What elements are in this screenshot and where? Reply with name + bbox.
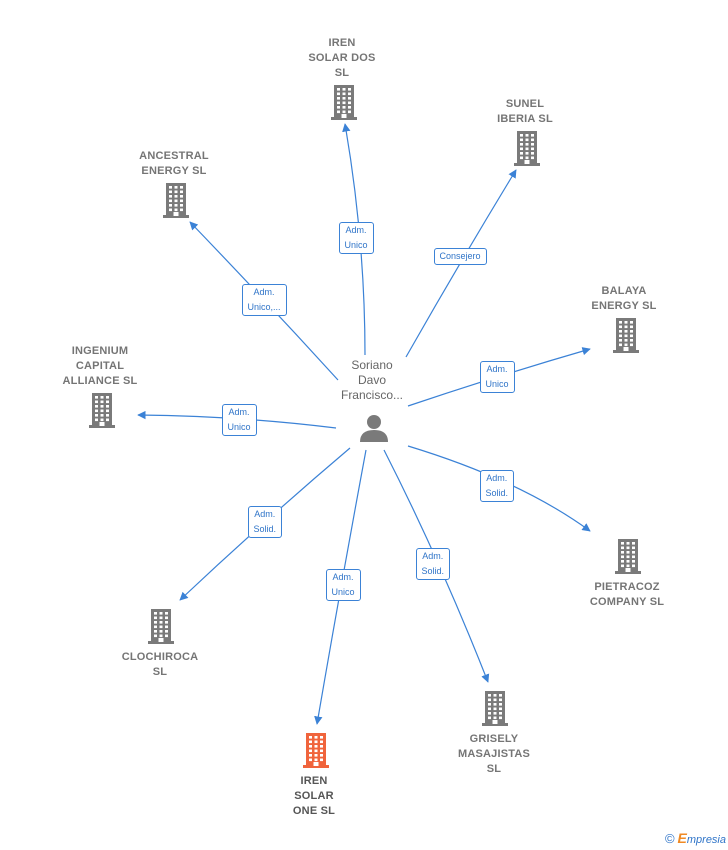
edge-label-line: Adm. — [332, 572, 354, 582]
edge-label-ancestral-energy[interactable]: Adm. Unico,... — [241, 284, 287, 316]
company-label-iren-solar-dos[interactable]: IREN SOLAR DOS SL — [272, 36, 412, 81]
edge-label-line: Solid. — [421, 566, 445, 576]
company-label-iren-solar-one[interactable]: IREN SOLAR ONE SL — [244, 774, 384, 819]
company-label-line: SL — [152, 666, 168, 678]
company-label-line: MASAJISTAS — [457, 748, 531, 760]
company-label-line: ONE SL — [292, 805, 336, 817]
building-icon[interactable] — [615, 538, 641, 579]
company-label-line: ENERGY SL — [141, 165, 207, 177]
edge-label-line: Solid. — [485, 488, 509, 498]
edge-label-clochiroca[interactable]: Adm. Solid. — [247, 506, 283, 538]
person-name-line: Francisco... — [340, 388, 403, 402]
company-label-line: INGENIUM — [71, 345, 129, 357]
company-label-line: SL — [486, 763, 502, 775]
company-label-grisely-masajistas[interactable]: GRISELY MASAJISTAS SL — [424, 732, 564, 777]
edge-label-line: Adm. — [254, 509, 276, 519]
edge-label-line: Unico — [331, 587, 355, 597]
building-icon[interactable] — [331, 84, 357, 125]
company-label-line: SUNEL — [505, 98, 545, 110]
company-label-line: IREN — [328, 37, 356, 49]
edge-label-line: Adm. — [228, 407, 250, 417]
edge-label-line: Unico — [227, 422, 251, 432]
company-label-line: ANCESTRAL — [139, 150, 209, 162]
edge-label-ingenium-capital-alliance[interactable]: Adm. Unico — [221, 404, 257, 436]
company-label-line: SOLAR DOS — [308, 52, 376, 64]
person-icon[interactable] — [359, 413, 389, 448]
brand-initial: E — [677, 830, 687, 846]
building-icon[interactable] — [303, 732, 329, 773]
company-label-line: CLOCHIROCA — [121, 651, 199, 663]
building-icon[interactable] — [613, 317, 639, 358]
building-icon[interactable] — [514, 130, 540, 171]
edge-label-line: Solid. — [253, 524, 277, 534]
edge-label-line: Adm. — [486, 364, 508, 374]
edge-label-balaya-energy[interactable]: Adm. Unico — [479, 361, 515, 393]
company-label-line: GRISELY — [469, 733, 519, 745]
edge-label-line: Unico — [485, 379, 509, 389]
company-label-ancestral-energy[interactable]: ANCESTRAL ENERGY SL — [104, 149, 244, 179]
person-name-line: Soriano — [351, 358, 393, 372]
edge-label-line: Unico — [344, 240, 368, 250]
edge-label-line: Adm. — [422, 551, 444, 561]
edge-label-line: Adm. — [486, 473, 508, 483]
company-label-line: IBERIA SL — [497, 113, 553, 125]
company-label-line: ENERGY SL — [591, 300, 657, 312]
edge-label-sunel-iberia[interactable]: Consejero — [433, 247, 487, 265]
building-icon[interactable] — [89, 392, 115, 433]
edge-label-line: Adm. — [345, 225, 367, 235]
building-icon[interactable] — [148, 608, 174, 649]
company-label-clochiroca[interactable]: CLOCHIROCA SL — [90, 650, 230, 680]
company-label-line: CAPITAL — [75, 360, 125, 372]
brand-name: mpresia — [686, 834, 726, 846]
company-label-line: PIETRACOZ — [594, 581, 660, 593]
edge-label-grisely-masajistas[interactable]: Adm. Solid. — [415, 548, 451, 580]
person-name-line: Davo — [357, 373, 386, 387]
company-label-line: COMPANY SL — [589, 596, 665, 608]
edge-label-line: Consejero — [439, 250, 481, 261]
company-label-line: SOLAR — [294, 790, 334, 802]
edge-label-pietracoz-company[interactable]: Adm. Solid. — [479, 470, 515, 502]
building-icon[interactable] — [163, 182, 189, 223]
edge-label-iren-solar-dos[interactable]: Adm. Unico — [338, 222, 374, 254]
building-icon[interactable] — [482, 690, 508, 731]
edge-label-line: Unico,... — [247, 302, 281, 312]
footer-brand: ©Empresia — [665, 830, 726, 846]
company-label-ingenium-capital-alliance[interactable]: INGENIUM CAPITAL ALLIANCE SL — [30, 344, 170, 389]
company-label-line: SL — [334, 67, 350, 79]
edge-label-iren-solar-one[interactable]: Adm. Unico — [325, 569, 361, 601]
company-label-line: ALLIANCE SL — [62, 375, 138, 387]
company-label-line: BALAYA — [601, 285, 647, 297]
edge-label-line: Adm. — [253, 287, 275, 297]
company-label-balaya-energy[interactable]: BALAYA ENERGY SL — [554, 284, 694, 314]
company-label-line: IREN — [300, 775, 328, 787]
company-label-sunel-iberia[interactable]: SUNEL IBERIA SL — [455, 97, 595, 127]
copyright-symbol: © — [664, 831, 675, 846]
company-label-pietracoz-company[interactable]: PIETRACOZ COMPANY SL — [557, 580, 697, 610]
